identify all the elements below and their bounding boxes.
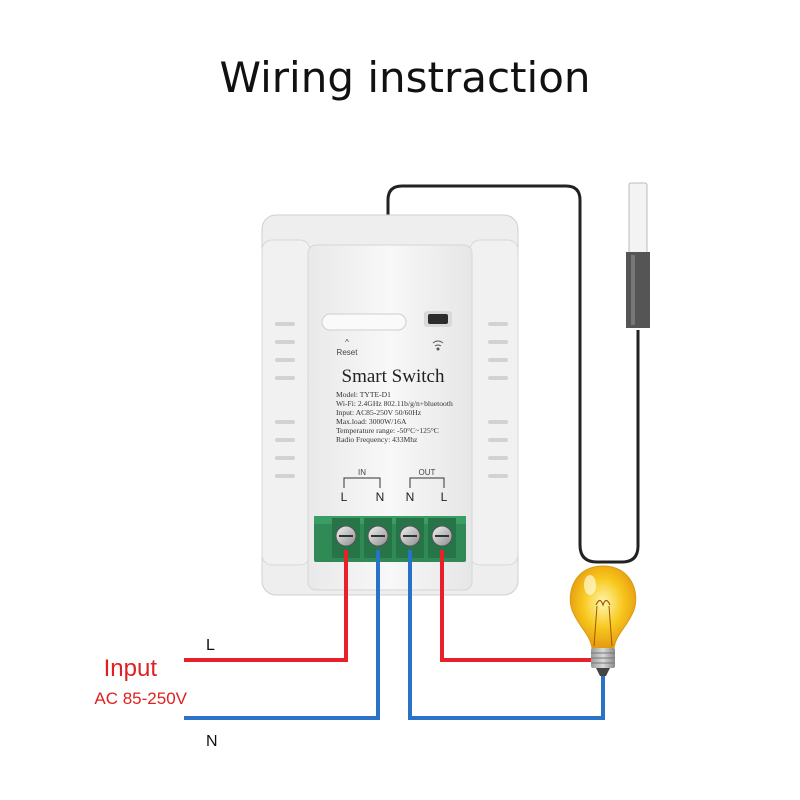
spec-line: Wi-Fi: 2.4GHz 802.11b/g/n+bluetooth [336,399,453,408]
spec-line: Max.load: 3000W/16A [336,417,407,426]
out-terminal-l-label: L [441,490,448,504]
terminal-labels [343,477,445,488]
live-wire-label: L [206,637,215,654]
neutral-output-wire [408,550,605,720]
spec-line: Input: AC85-250V 50/60Hz [336,408,422,417]
input-label: Input [104,655,158,682]
light-bulb-icon [569,565,637,676]
spec-list: Model: TYTE-D1 Wi-Fi: 2.4GHz 802.11b/g/n… [336,390,453,444]
wifi-icon [432,340,444,351]
neutral-input-wire [184,550,380,720]
reset-button[interactable] [321,313,407,331]
terminal-screw-in-l[interactable] [335,525,357,547]
voltage-label: AC 85-250V [94,689,187,708]
terminal-screw-out-l[interactable] [431,525,453,547]
reset-arrow-icon: ^ [345,338,349,347]
in-group-label: IN [358,468,366,477]
live-output-wire [440,550,592,662]
spec-line: Model: TYTE-D1 [336,390,391,399]
neutral-wire-label: N [206,733,218,750]
temperature-probe-icon [626,182,650,328]
in-terminal-l-label: L [341,490,348,504]
page-title: Wiring instraction [219,53,590,102]
reset-label: Reset [337,348,359,357]
terminal-screw-in-n[interactable] [367,525,389,547]
terminal-screw-out-n[interactable] [399,525,421,547]
probe-cable [386,184,640,564]
out-group-label: OUT [419,468,436,477]
spec-line: Radio Frequency: 433Mhz [336,435,418,444]
in-terminal-n-label: N [376,490,385,504]
smart-switch-device [261,214,519,596]
device-name: Smart Switch [342,366,445,387]
live-input-wire [184,550,348,662]
out-terminal-n-label: N [406,490,415,504]
spec-line: Temperature range: -50°C~125°C [336,426,439,435]
